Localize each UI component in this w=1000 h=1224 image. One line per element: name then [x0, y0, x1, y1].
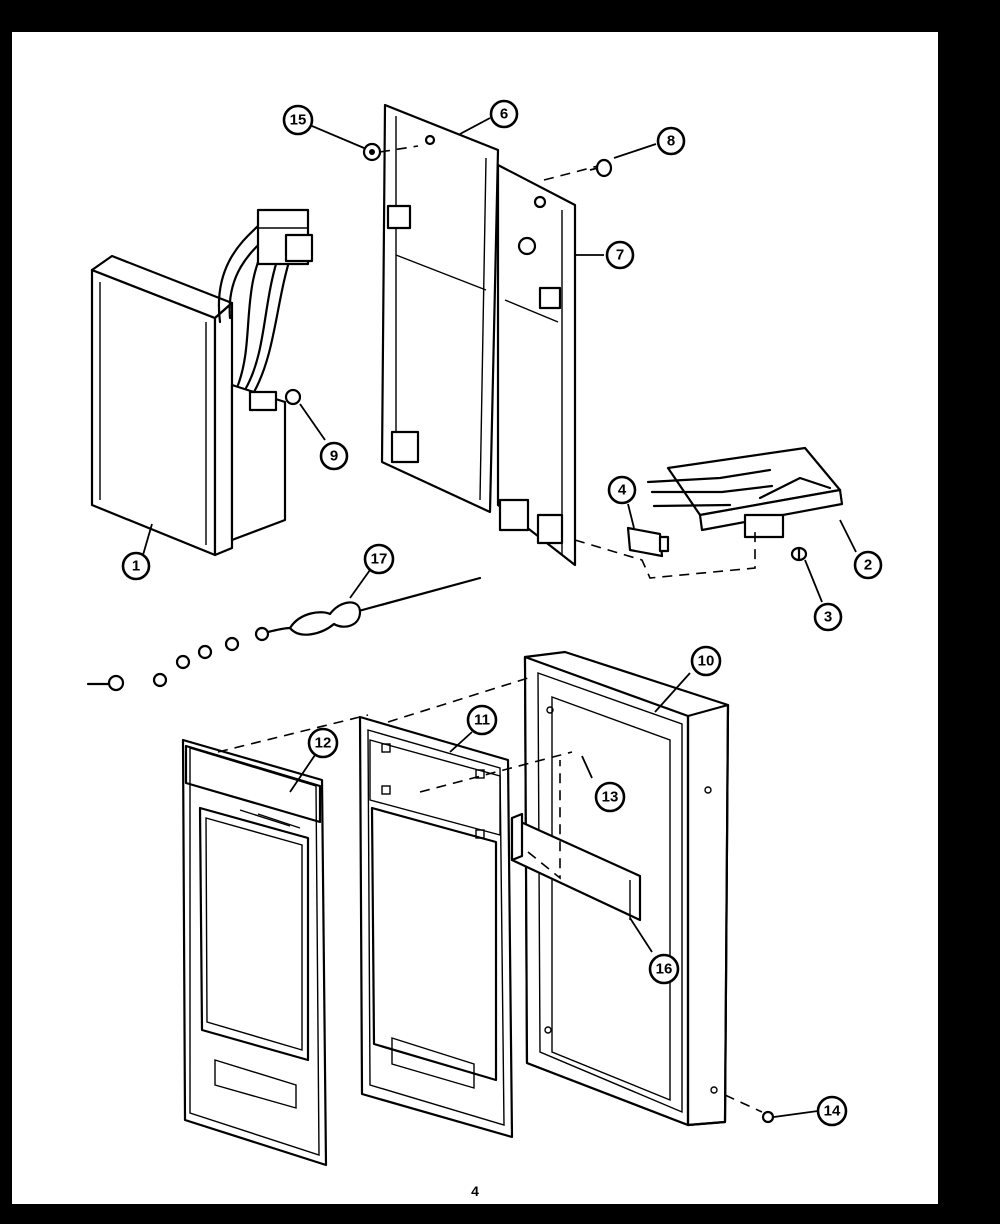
part-11-inner-frame — [358, 715, 514, 1139]
callout-17: 17 — [363, 543, 395, 575]
nut-part-15 — [362, 142, 382, 162]
bottom-border-strip — [0, 1204, 1000, 1224]
svg-text:10: 10 — [698, 653, 715, 670]
callout-leaders — [142, 117, 857, 1118]
screw-part-9 — [284, 388, 302, 406]
part-2-latch-assembly — [646, 446, 844, 539]
callout-13: 13 — [594, 781, 626, 813]
svg-text:4: 4 — [618, 482, 627, 499]
alignment-line-15 — [379, 145, 419, 153]
callout-12: 12 — [307, 727, 339, 759]
callout-7: 7 — [605, 240, 635, 270]
alignment-line-12-11 — [217, 714, 369, 753]
screw-part-14 — [761, 1110, 775, 1124]
callout-1: 1 — [121, 551, 151, 581]
callout-11: 11 — [466, 704, 498, 736]
part-1-control-box — [90, 208, 314, 557]
svg-text:8: 8 — [667, 133, 675, 150]
callout-16: 16 — [648, 953, 680, 985]
svg-text:12: 12 — [315, 735, 332, 752]
svg-text:16: 16 — [656, 961, 673, 978]
svg-text:2: 2 — [864, 557, 872, 574]
svg-text:9: 9 — [330, 448, 338, 465]
svg-text:3: 3 — [824, 609, 832, 626]
part-4-wiring-dashes — [574, 532, 756, 579]
callout-15: 15 — [282, 104, 314, 136]
callout-4: 4 — [607, 475, 637, 505]
callout-2: 2 — [853, 550, 883, 580]
alignment-line-11-10 — [387, 677, 529, 723]
svg-text:15: 15 — [290, 112, 307, 129]
svg-text:14: 14 — [824, 1103, 841, 1120]
callout-8: 8 — [656, 126, 686, 156]
svg-text:1: 1 — [132, 558, 140, 575]
alignment-line-16 — [527, 760, 561, 880]
svg-text:13: 13 — [602, 789, 619, 806]
callout-6: 6 — [489, 99, 519, 129]
part-12-front-panel — [181, 738, 328, 1167]
alignment-line-13 — [419, 751, 573, 793]
right-border-strip — [938, 32, 1000, 1224]
left-border-strip — [0, 32, 12, 1224]
callout-3: 3 — [813, 602, 843, 632]
part-4-switch — [626, 526, 670, 558]
callout-10: 10 — [690, 645, 722, 677]
alignment-line-8 — [543, 165, 599, 181]
alignment-line-14 — [724, 1094, 763, 1113]
svg-text:17: 17 — [371, 551, 388, 568]
part-6-back-plate — [380, 103, 500, 514]
part-7-side-plate — [496, 163, 577, 567]
part-16-hinge-strip — [510, 812, 642, 922]
svg-text:7: 7 — [616, 247, 624, 264]
callout-9: 9 — [319, 441, 349, 471]
callout-14: 14 — [816, 1095, 848, 1127]
screw-part-3 — [790, 546, 808, 562]
screw-part-8 — [589, 158, 613, 178]
page-number: 4 — [471, 1183, 479, 1199]
part-17-probe — [86, 576, 482, 692]
svg-text:6: 6 — [500, 106, 508, 123]
svg-text:11: 11 — [474, 712, 490, 729]
